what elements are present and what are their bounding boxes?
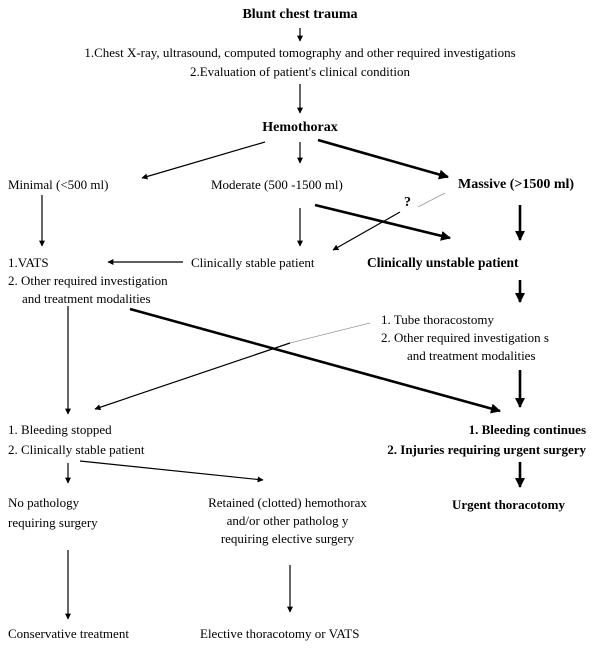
vats-line-3: and treatment modalities — [22, 291, 151, 306]
line-tube-to-junction — [289, 322, 371, 344]
retained-line-2: and/or other patholog y — [226, 513, 349, 528]
node-conservative-treatment: Conservative treatment — [8, 626, 129, 641]
arrow-hemothorax-to-massive — [317, 138, 449, 180]
arrow-tube-to-stopped — [94, 342, 291, 411]
tube-line-3: and treatment modalities — [407, 348, 536, 363]
tube-line-1: 1. Tube thoracostomy — [381, 312, 495, 327]
node-bleeding-stopped: 1. Bleeding stopped 2. Clinically stable… — [8, 422, 144, 458]
retained-line-1: Retained (clotted) hemothorax — [208, 495, 367, 510]
node-moderate: Moderate (500 -1500 ml) — [211, 177, 343, 192]
tube-line-2: 2. Other required investigation s — [381, 330, 549, 345]
nopath-line-1: No pathology — [8, 495, 80, 510]
node-bleeding-continues: 1. Bleeding continues 2. Injuries requir… — [343, 422, 586, 458]
node-investigations: 1.Chest X-ray, ultrasound, computed tomo… — [15, 45, 585, 80]
node-vats: 1.VATS 2. Other required investigation a… — [8, 255, 168, 307]
arrow-vats-to-continues — [129, 307, 501, 414]
retained-line-3: requiring elective surgery — [220, 531, 355, 546]
investigations-line-2: 2.Evaluation of patient's clinical condi… — [189, 64, 411, 79]
arrow-hemothorax-to-minimal — [141, 141, 266, 180]
continues-line-2: 2. Injuries requiring urgent surgery — [387, 442, 586, 457]
node-no-pathology: No pathology requiring surgery — [8, 495, 98, 531]
line-massive-question — [417, 192, 446, 208]
node-clinically-unstable: Clinically unstable patient — [367, 255, 519, 270]
node-retained-hemothorax: Retained (clotted) hemothorax and/or oth… — [180, 495, 395, 547]
arrow-question-to-stable — [332, 211, 401, 251]
vats-line-1: 1.VATS — [8, 255, 49, 270]
arrow-stopped-to-retained — [79, 460, 264, 483]
question-mark: ? — [404, 195, 411, 210]
node-blunt-chest-trauma: Blunt chest trauma — [242, 7, 358, 22]
stopped-line-1: 1. Bleeding stopped — [8, 422, 112, 437]
continues-line-1: 1. Bleeding continues — [468, 422, 586, 437]
node-minimal: Minimal (<500 ml) — [8, 177, 109, 192]
stopped-line-2: 2. Clinically stable patient — [8, 442, 145, 457]
node-massive: Massive (>1500 ml) — [458, 177, 575, 192]
nopath-line-2: requiring surgery — [8, 515, 98, 530]
node-urgent-thoracotomy: Urgent thoracotomy — [452, 497, 565, 512]
investigations-line-1: 1.Chest X-ray, ultrasound, computed tomo… — [84, 45, 516, 60]
vats-line-2: 2. Other required investigation — [8, 273, 168, 288]
node-hemothorax: Hemothorax — [262, 120, 338, 135]
node-tube-thoracostomy: 1. Tube thoracostomy 2. Other required i… — [381, 312, 549, 364]
node-clinically-stable: Clinically stable patient — [191, 255, 315, 270]
node-elective-thoracotomy: Elective thoracotomy or VATS — [200, 626, 360, 641]
